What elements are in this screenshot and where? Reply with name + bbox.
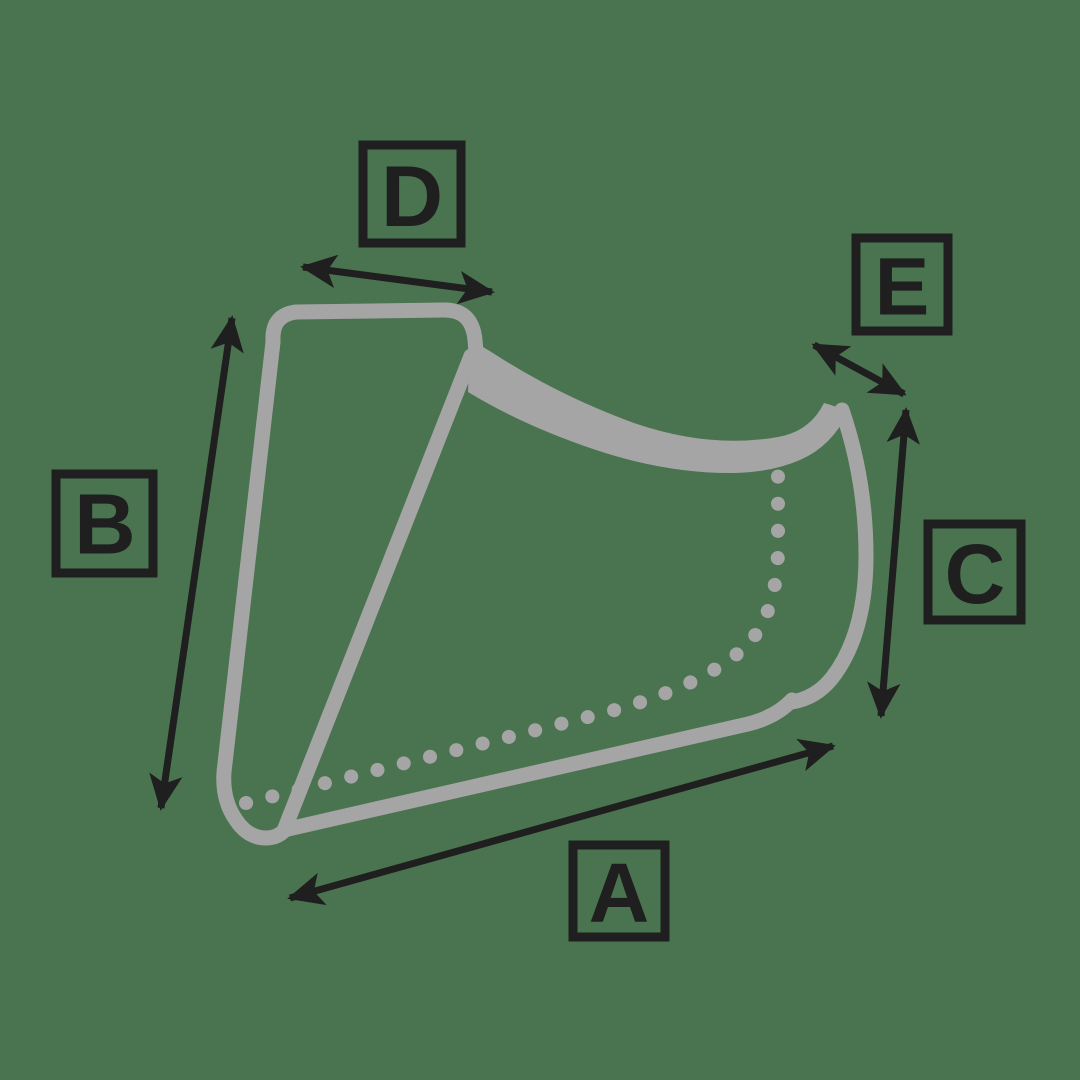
dimension-label-d-box (358, 140, 466, 248)
saddle-pad-bottom-edge (276, 692, 800, 838)
dimension-label-e-box (851, 233, 953, 336)
dimension-e-arrow (811, 341, 907, 398)
dimension-label-a[interactable]: A (568, 840, 670, 942)
saddle-pad-panel-seam (277, 348, 479, 836)
dimension-label-c[interactable]: C (923, 519, 1026, 625)
dimension-arrows (149, 254, 920, 906)
dimension-label-b-box (51, 469, 158, 578)
dimension-d-arrow (300, 254, 495, 305)
dimension-label-a-box (568, 840, 670, 942)
dimension-label-c-text: C (945, 527, 1006, 621)
dimension-b-arrow (149, 315, 244, 811)
dimension-c-arrow (867, 407, 920, 719)
saddle-pad-left-edge (216, 334, 296, 846)
dimension-label-d-text: D (381, 149, 443, 245)
saddle-pad-outer-outline (265, 302, 484, 360)
dimension-label-b[interactable]: B (51, 469, 158, 578)
saddle-pad-dotted-guide (239, 443, 785, 810)
saddle-pad-illustration (216, 302, 874, 846)
saddle-pad-right-edge (784, 402, 874, 710)
saddle-pad-spine-crescent (468, 340, 848, 474)
dimension-label-d[interactable]: D (358, 140, 466, 248)
dimension-label-b-text: B (74, 478, 135, 573)
dimension-label-c-box (923, 519, 1026, 625)
dimension-label-a-text: A (589, 846, 650, 940)
dimension-a-arrow (287, 738, 836, 906)
dimension-label-e[interactable]: E (851, 233, 953, 336)
dimension-label-e-text: E (875, 242, 930, 333)
dimension-labels: D E B C A (51, 140, 1026, 942)
